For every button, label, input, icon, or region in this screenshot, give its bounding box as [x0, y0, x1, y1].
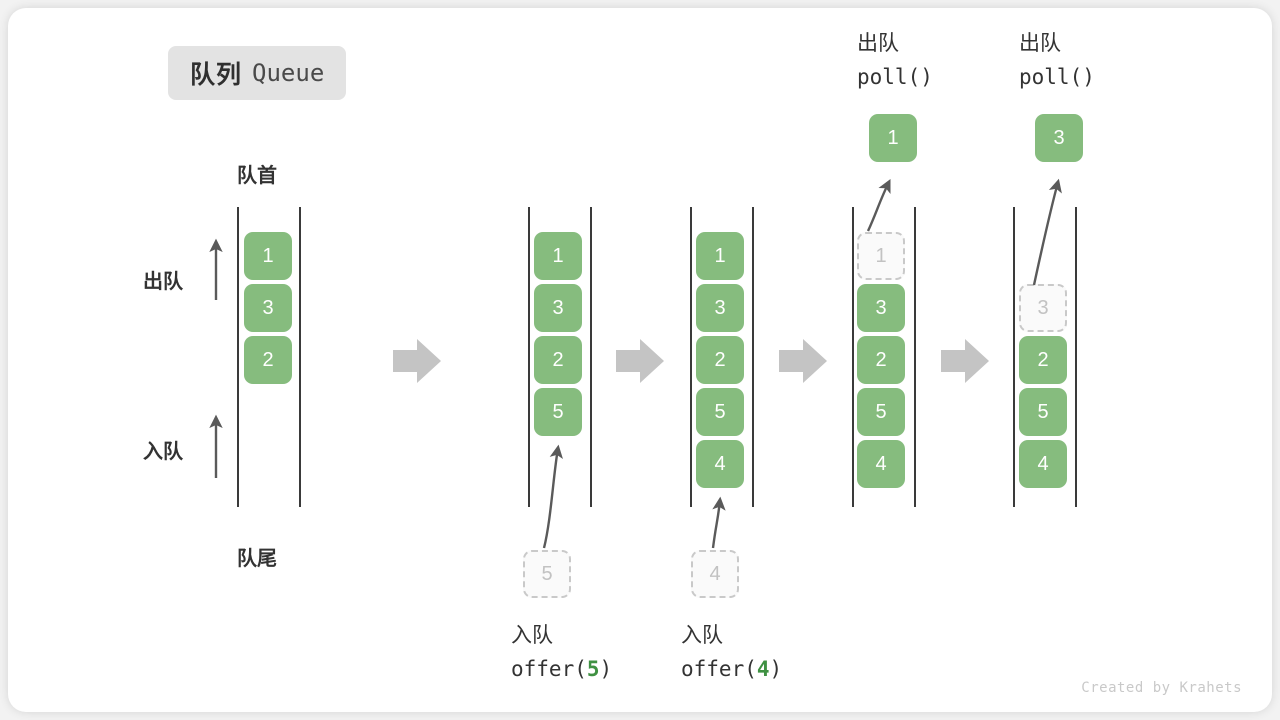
polled-output-box: 1 [869, 114, 917, 162]
queue-item: 3 [857, 284, 905, 332]
code-prefix: offer( [681, 656, 757, 681]
queue-item-removed: 3 [1019, 284, 1067, 332]
stage-caption-code: offer(4) [681, 653, 782, 686]
queue-rail-right [1075, 207, 1077, 507]
queue-item: 1 [534, 232, 582, 280]
queue-item: 3 [534, 284, 582, 332]
queue-item: 2 [1019, 336, 1067, 384]
stage-op-cn: 出队 [857, 32, 899, 55]
queue-item: 3 [696, 284, 744, 332]
stage-caption-code: offer(5) [511, 653, 612, 686]
enqueue-side-label: 入队 [143, 441, 183, 463]
queue-rail-left [237, 207, 239, 507]
queue-rail-left [852, 207, 854, 507]
queue-item: 4 [1019, 440, 1067, 488]
queue-item: 3 [244, 284, 292, 332]
queue-rail-left [690, 207, 692, 507]
code-suffix: ) [599, 656, 613, 681]
stage-caption-cn: 入队 [681, 624, 723, 647]
watermark: Created by Krahets [1081, 680, 1242, 696]
stage-op-cn: 出队 [1019, 32, 1061, 55]
queue-item: 2 [857, 336, 905, 384]
dequeue-side-label: 出队 [143, 271, 183, 293]
pending-input-box: 4 [691, 550, 739, 598]
queue-item-new: 4 [696, 440, 744, 488]
stage-op-code: poll() [1019, 64, 1095, 89]
queue-item: 5 [857, 388, 905, 436]
figure-title-en: Queue [252, 59, 325, 87]
queue-item: 1 [244, 232, 292, 280]
queue-item: 1 [696, 232, 744, 280]
code-arg: 4 [756, 656, 770, 681]
stage-op-label: 出队 poll() [857, 28, 933, 93]
queue-item-new: 5 [534, 388, 582, 436]
figure-title-cn: 队列 [190, 61, 243, 89]
queue-item: 2 [534, 336, 582, 384]
queue-rail-right [752, 207, 754, 507]
code-arg: 5 [586, 656, 600, 681]
queue-rail-right [299, 207, 301, 507]
queue-head-label: 队首 [237, 165, 277, 187]
queue-rail-right [914, 207, 916, 507]
queue-rail-right [590, 207, 592, 507]
queue-item: 5 [1019, 388, 1067, 436]
queue-rail-left [528, 207, 530, 507]
polled-output-box: 3 [1035, 114, 1083, 162]
code-suffix: ) [769, 656, 783, 681]
stage-op-label: 出队 poll() [1019, 28, 1095, 93]
queue-tail-label: 队尾 [237, 548, 277, 570]
queue-rail-left [1013, 207, 1015, 507]
stage-caption-cn: 入队 [511, 624, 553, 647]
queue-item: 2 [244, 336, 292, 384]
queue-item: 2 [696, 336, 744, 384]
stage-op-code: poll() [857, 64, 933, 89]
stage-caption: 入队 offer(4) [681, 620, 782, 685]
figure-title-badge: 队列 Queue [168, 46, 347, 100]
queue-item: 5 [696, 388, 744, 436]
figure-card [8, 8, 1272, 712]
stage-caption: 入队 offer(5) [511, 620, 612, 685]
queue-item: 4 [857, 440, 905, 488]
code-prefix: offer( [511, 656, 587, 681]
pending-input-box: 5 [523, 550, 571, 598]
queue-item-removed: 1 [857, 232, 905, 280]
